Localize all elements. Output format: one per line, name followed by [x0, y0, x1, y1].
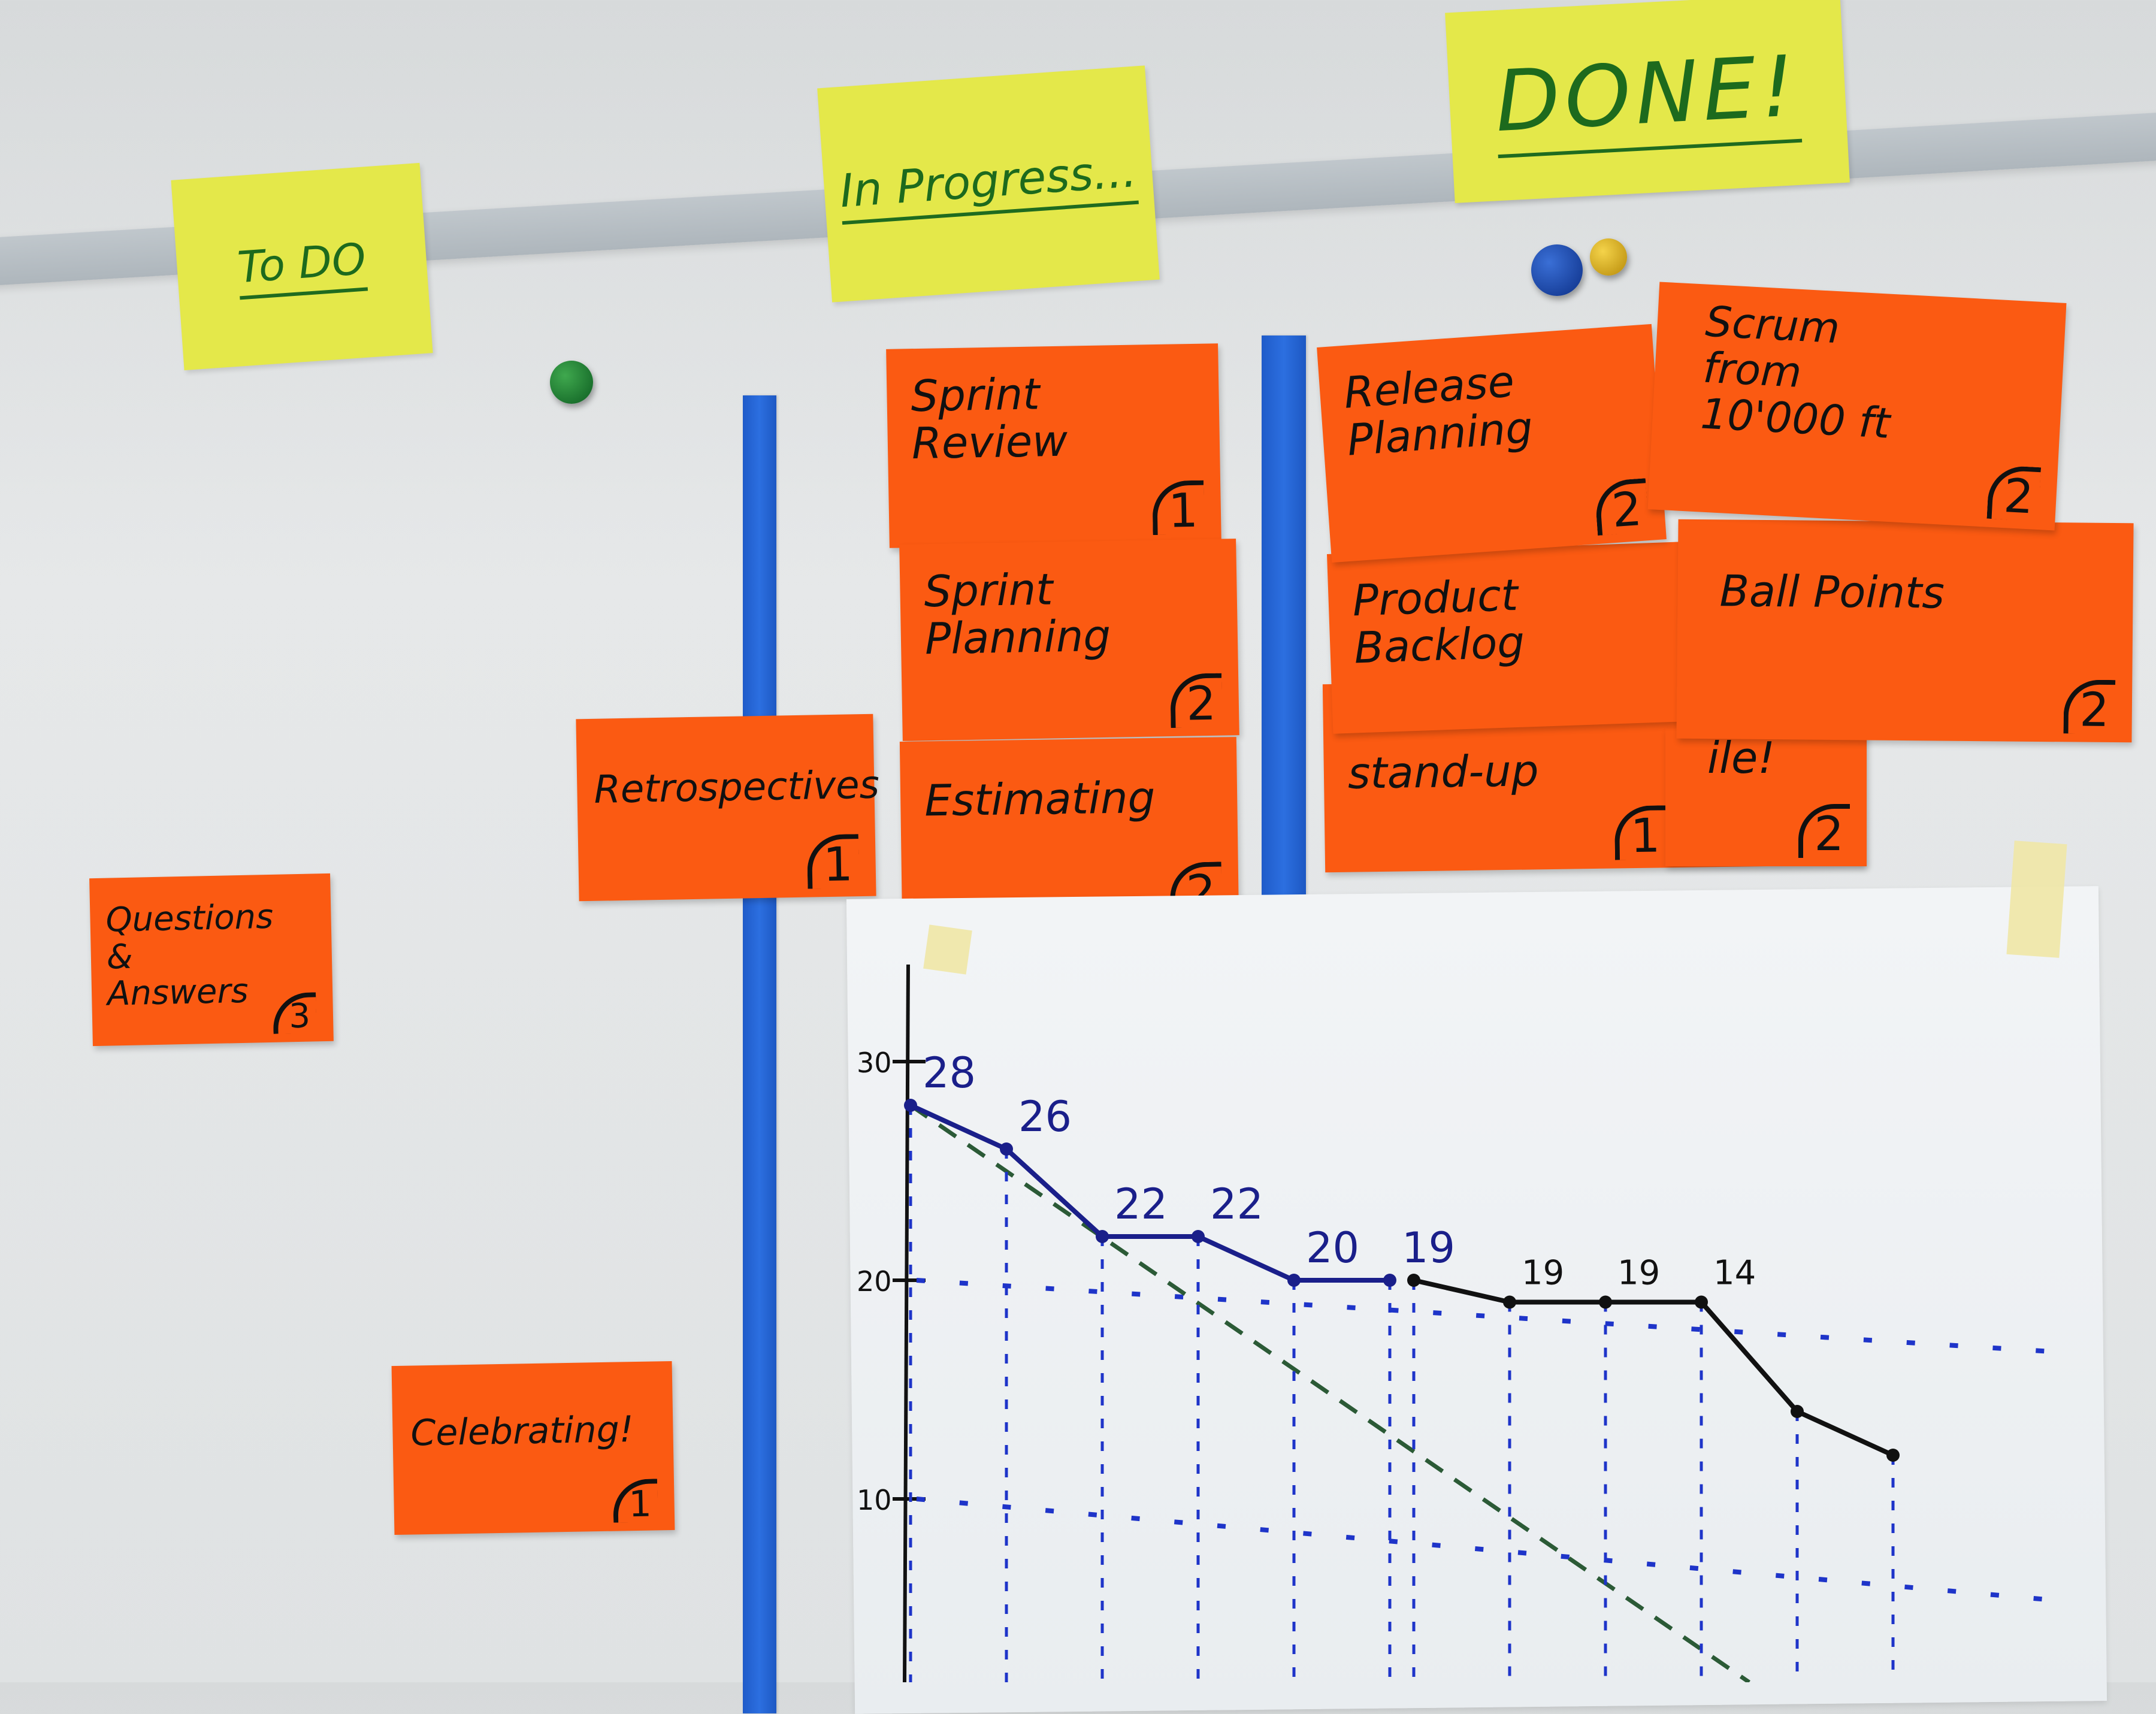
blue-magnet-icon [1531, 244, 1583, 296]
chart-y-axis [903, 964, 910, 1682]
column-divider-tape-right [1262, 335, 1306, 923]
data-label: 19 [1522, 1254, 1564, 1293]
scope-line [916, 1497, 2061, 1603]
series-point [904, 1099, 917, 1112]
y-tick-label: 10 [857, 1484, 892, 1516]
series-point [1383, 1274, 1396, 1287]
data-label: 28 [923, 1048, 976, 1098]
column-divider-tape-left [743, 395, 776, 1713]
y-tick-label: 30 [857, 1047, 892, 1079]
series-point [1599, 1295, 1612, 1309]
series-line [909, 1103, 1390, 1283]
scope-line [916, 1278, 2061, 1355]
series-point [1407, 1274, 1420, 1287]
series-point [1287, 1274, 1301, 1287]
series-point [1096, 1230, 1109, 1243]
y-tick-label: 20 [857, 1265, 892, 1298]
series-point [1695, 1295, 1708, 1309]
data-label: 26 [1018, 1092, 1072, 1141]
series-point [1791, 1405, 1804, 1418]
data-label: 19 [1402, 1223, 1455, 1272]
series-point [1886, 1449, 1900, 1462]
series-point [1000, 1142, 1013, 1156]
card-partial-points: 2 [1798, 804, 1850, 858]
series-point [1192, 1230, 1205, 1243]
data-label: 22 [1210, 1180, 1263, 1229]
series-line [1413, 1278, 1894, 1458]
yellow-magnet-icon [1590, 238, 1627, 276]
card-partial[interactable]: ile! 2 [1665, 728, 1867, 866]
data-label: 22 [1114, 1180, 1168, 1229]
series-point [1503, 1295, 1516, 1309]
data-label: 14 [1713, 1254, 1756, 1293]
green-magnet-icon [550, 361, 593, 404]
ideal-trend-line [909, 1104, 1750, 1682]
data-label: 20 [1306, 1223, 1359, 1272]
card-partial-label: ile! [1707, 733, 1776, 783]
data-label: 19 [1617, 1254, 1660, 1293]
